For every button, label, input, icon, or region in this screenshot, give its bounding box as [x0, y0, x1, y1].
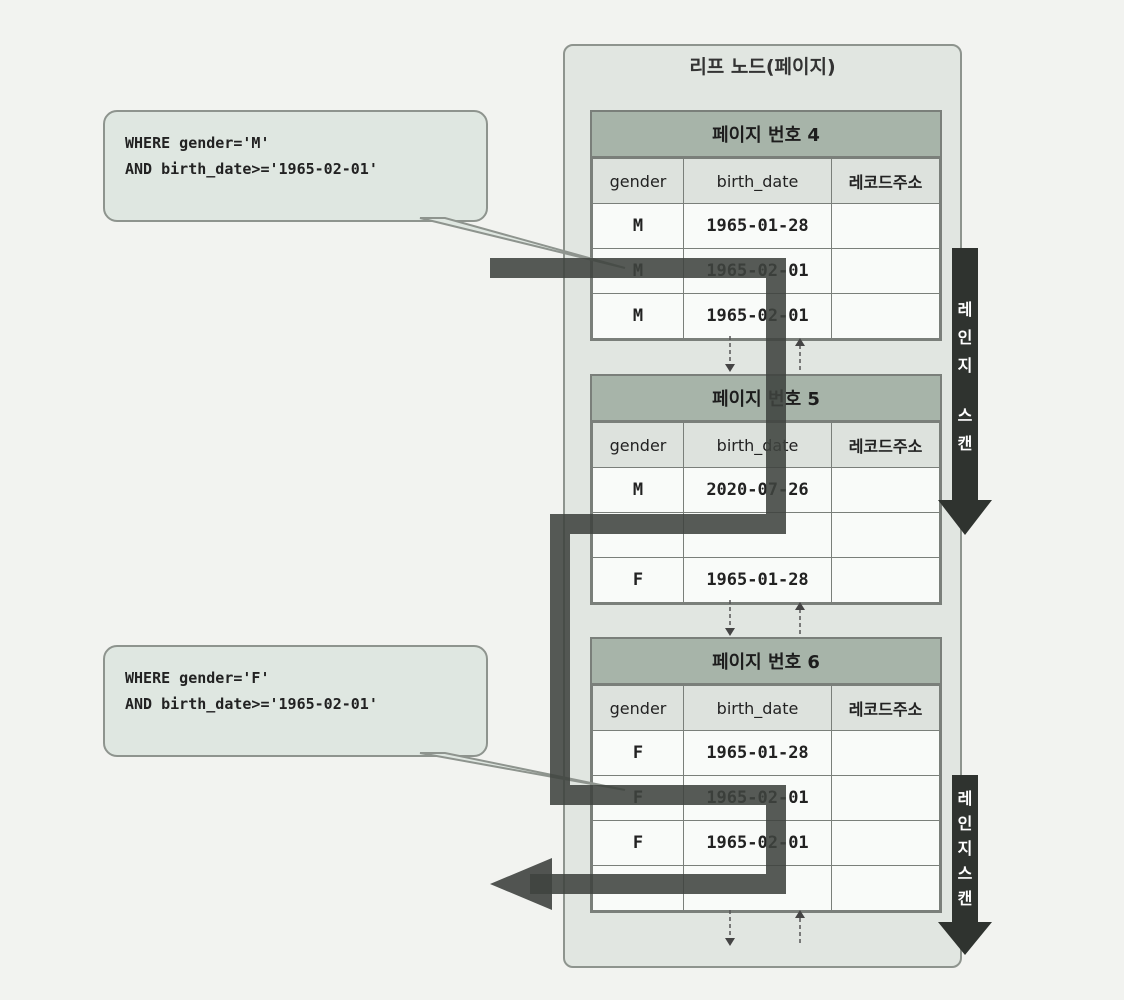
cell-record-address: [831, 775, 940, 821]
query-line-2: AND birth_date>='1965-02-01': [125, 160, 378, 178]
column-header-gender: gender: [592, 422, 684, 468]
cell-gender: M: [592, 293, 684, 339]
scan-result-arrowhead: [490, 858, 552, 910]
range-scan-char: 캔: [957, 434, 973, 453]
query-callout-female: WHERE gender='F' AND birth_date>='1965-0…: [103, 645, 488, 757]
range-scan-arrow-1: [938, 248, 992, 535]
range-scan-char: 인: [957, 328, 973, 347]
column-header-gender: gender: [592, 158, 684, 204]
column-header-birth-date: birth_date: [683, 685, 832, 731]
leaf-node-title: 리프 노드(페이지): [689, 56, 836, 78]
cell-record-address: [831, 248, 940, 294]
cell-birth-date: 1965-01-28: [683, 557, 832, 603]
cell-record-address: [831, 467, 940, 513]
column-header-record-address: 레코드주소: [831, 158, 940, 204]
callout-pointer-male: [419, 217, 626, 269]
table-header-row: gender birth_date 레코드주소: [592, 158, 940, 204]
index-scan-path: [490, 258, 786, 894]
column-header-birth-date: birth_date: [683, 158, 832, 204]
range-scan-char: 지: [957, 356, 973, 375]
query-line-1: WHERE gender='M': [125, 134, 270, 152]
cell-record-address: [831, 557, 940, 603]
range-scan-arrow-2: [938, 775, 992, 955]
table-header-row: gender birth_date 레코드주소: [592, 422, 940, 468]
column-header-record-address: 레코드주소: [831, 422, 940, 468]
table-row: M 1965-01-28: [592, 203, 940, 249]
query-line-2: AND birth_date>='1965-02-01': [125, 695, 378, 713]
query-callout-male: WHERE gender='M' AND birth_date>='1965-0…: [103, 110, 488, 222]
page-6-header: 페이지 번호 6: [592, 639, 940, 685]
range-scan-label-1: 레 인 지 스 캔: [954, 296, 976, 458]
range-scan-char: 스: [957, 406, 973, 425]
cell-birth-date: 1965-01-28: [683, 203, 832, 249]
cell-gender: F: [592, 557, 684, 603]
cell-record-address: [831, 865, 940, 911]
table-row: F 1965-01-28: [592, 557, 940, 603]
column-header-record-address: 레코드주소: [831, 685, 940, 731]
cell-gender: F: [592, 820, 684, 866]
cell-record-address: [831, 512, 940, 558]
range-scan-char: 인: [957, 814, 973, 833]
range-scan-label-2: 레 인 지 스 캔: [954, 786, 976, 911]
cell-birth-date: 1965-01-28: [683, 730, 832, 776]
cell-gender: M: [592, 203, 684, 249]
range-scan-char: 캔: [957, 889, 973, 908]
range-scan-char: 레: [957, 789, 973, 808]
page-link-arrowheads: [725, 338, 805, 946]
query-line-1: WHERE gender='F': [125, 669, 270, 687]
page-links: [729, 336, 801, 946]
cell-gender: F: [592, 730, 684, 776]
table-row: F 1965-01-28: [592, 730, 940, 776]
callout-pointer-female: [419, 752, 626, 791]
cell-gender: M: [592, 467, 684, 513]
range-scan-char: 지: [957, 839, 973, 858]
range-scan-char: 레: [957, 300, 973, 319]
table-header-row: gender birth_date 레코드주소: [592, 685, 940, 731]
page-4-header: 페이지 번호 4: [592, 112, 940, 158]
range-scan-char: 스: [957, 864, 973, 883]
cell-record-address: [831, 293, 940, 339]
column-header-gender: gender: [592, 685, 684, 731]
